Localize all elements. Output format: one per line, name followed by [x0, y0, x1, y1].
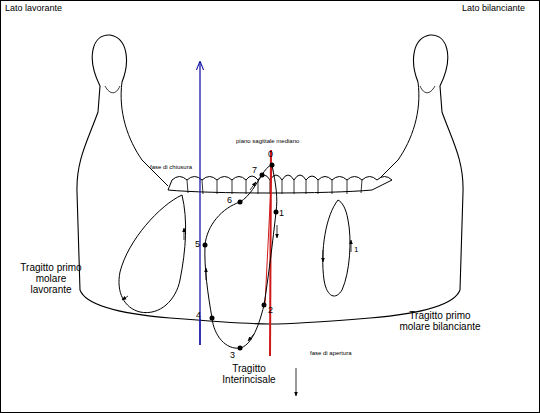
callout-number: 1: [354, 246, 364, 255]
right-condyle-neck: [420, 86, 435, 93]
closing-phase-arrow: [199, 62, 200, 345]
trajectory-label: Tragitto primo molare bilanciante: [398, 310, 482, 332]
lower-dental-arch: [168, 175, 392, 193]
trajectory-label: Tragitto primo molare lavorante: [16, 262, 86, 295]
trajectory-points: [203, 163, 279, 351]
callout-number: 2: [268, 306, 278, 316]
opening-phase-arrow: [296, 368, 297, 396]
callout-number: 5: [195, 240, 205, 250]
trajectory-arrow: [250, 182, 256, 190]
phase-label: fase di chiusura: [150, 164, 198, 171]
trajectory-arrow: [248, 334, 254, 341]
phase-label: fase di apertura: [310, 350, 370, 357]
side-label: Lato bilanciante: [462, 4, 538, 14]
trajectory-arrow: [351, 240, 352, 252]
trajectory-arrow: [277, 225, 278, 238]
plane-label: piano sagittale mediano: [236, 138, 326, 145]
callout-number: 4: [196, 311, 206, 321]
trajectory-arrow: [122, 296, 128, 300]
callout-number: 0: [268, 150, 278, 160]
trajectory-arrow: [323, 250, 324, 262]
sagittal-guide: [265, 165, 272, 305]
callout-number: 3: [230, 351, 240, 361]
callout-number: 1: [279, 209, 289, 219]
left-condyle-neck: [105, 86, 120, 93]
trajectory-label: Tragitto Interincisale: [214, 363, 284, 385]
tooth-divisions: [187, 180, 362, 194]
balancing-molar-trajectory: [323, 200, 350, 296]
right-ramus-inner: [372, 82, 419, 186]
working-molar-trajectory: [119, 195, 186, 313]
callout-number: 7: [252, 166, 262, 176]
callout-number: 6: [227, 196, 237, 206]
trajectory-arrow: [184, 228, 185, 240]
closing-phase-base: [199, 318, 200, 345]
left-ramus-inner: [121, 82, 168, 186]
side-label: Lato lavorante: [5, 4, 95, 14]
interincisal-trajectory: [205, 165, 277, 348]
trajectory-arrow: [206, 268, 207, 280]
